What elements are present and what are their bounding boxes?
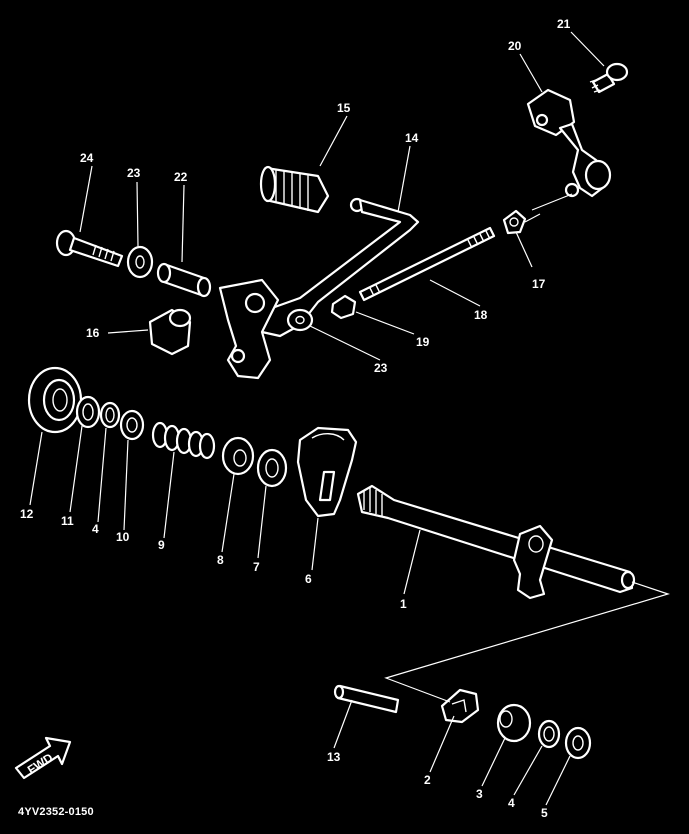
- callout-5: 5: [541, 806, 548, 820]
- callout-10: 10: [116, 530, 130, 544]
- part-8-collar: [221, 436, 255, 476]
- callout-1: 1: [400, 597, 407, 611]
- part-4-circlip-upper: [99, 401, 121, 429]
- part-15-footpeg-rubber: [259, 165, 330, 214]
- callout-22: 22: [174, 170, 188, 184]
- callout-2: 2: [424, 773, 431, 787]
- callout-14: 14: [405, 131, 419, 145]
- part-6-shift-lever: [296, 426, 358, 518]
- part-14-shift-pedal: [218, 197, 420, 380]
- assembly-guide-lines: [384, 193, 670, 703]
- part-19-nut: [330, 294, 357, 320]
- callout-17: 17: [532, 277, 546, 291]
- callout-13: 13: [327, 750, 341, 764]
- part-23-washer-left: [126, 245, 154, 279]
- callout-16: 16: [86, 326, 100, 340]
- callout-8: 8: [217, 553, 224, 567]
- callout-15: 15: [337, 101, 351, 115]
- callout-12: 12: [20, 507, 34, 521]
- part-20-joint: [526, 88, 612, 198]
- callout-19: 19: [416, 335, 430, 349]
- part-21-bolt: [589, 62, 629, 94]
- diagram-code: 4YV2352-0150: [18, 806, 94, 818]
- part-5-washer: [564, 726, 592, 760]
- part-17-nut: [502, 209, 527, 235]
- part-9-spring: [151, 421, 216, 460]
- part-22-collar: [156, 262, 212, 298]
- part-1-shift-shaft: [356, 484, 636, 600]
- part-4-circlip-lower: [537, 719, 561, 749]
- part-10-washer: [119, 409, 145, 441]
- callout-4-upper: 4: [92, 522, 99, 536]
- callout-20: 20: [508, 39, 522, 53]
- part-13-pin: [333, 684, 400, 714]
- part-12-bearing: [27, 366, 83, 434]
- part-16-bushing: [148, 308, 192, 356]
- part-18-rod: [358, 226, 496, 302]
- callout-4-lower: 4: [508, 796, 515, 810]
- part-24-bolt: [55, 229, 124, 268]
- callout-21: 21: [557, 17, 571, 31]
- callout-18: 18: [474, 308, 488, 322]
- leader-lines: [29, 31, 605, 806]
- part-3-collar: [496, 703, 532, 743]
- part-11-washer: [75, 395, 101, 429]
- callout-11: 11: [61, 514, 74, 528]
- callout-23-lower-right: 23: [374, 361, 388, 375]
- part-7-washer: [256, 448, 288, 488]
- callout-numbers: 21 20 15 14 24 23 22 16 17 18 19 23 12 1…: [20, 17, 571, 820]
- part-2-clip: [440, 688, 480, 724]
- callout-3: 3: [476, 787, 483, 801]
- callout-7: 7: [253, 560, 260, 574]
- part-23-washer-right: [286, 308, 314, 332]
- callout-9: 9: [158, 538, 165, 552]
- callout-24: 24: [80, 151, 94, 165]
- callout-23-upper-left: 23: [127, 166, 141, 180]
- callout-6: 6: [305, 572, 312, 586]
- fwd-arrow-icon: FWD: [14, 736, 72, 780]
